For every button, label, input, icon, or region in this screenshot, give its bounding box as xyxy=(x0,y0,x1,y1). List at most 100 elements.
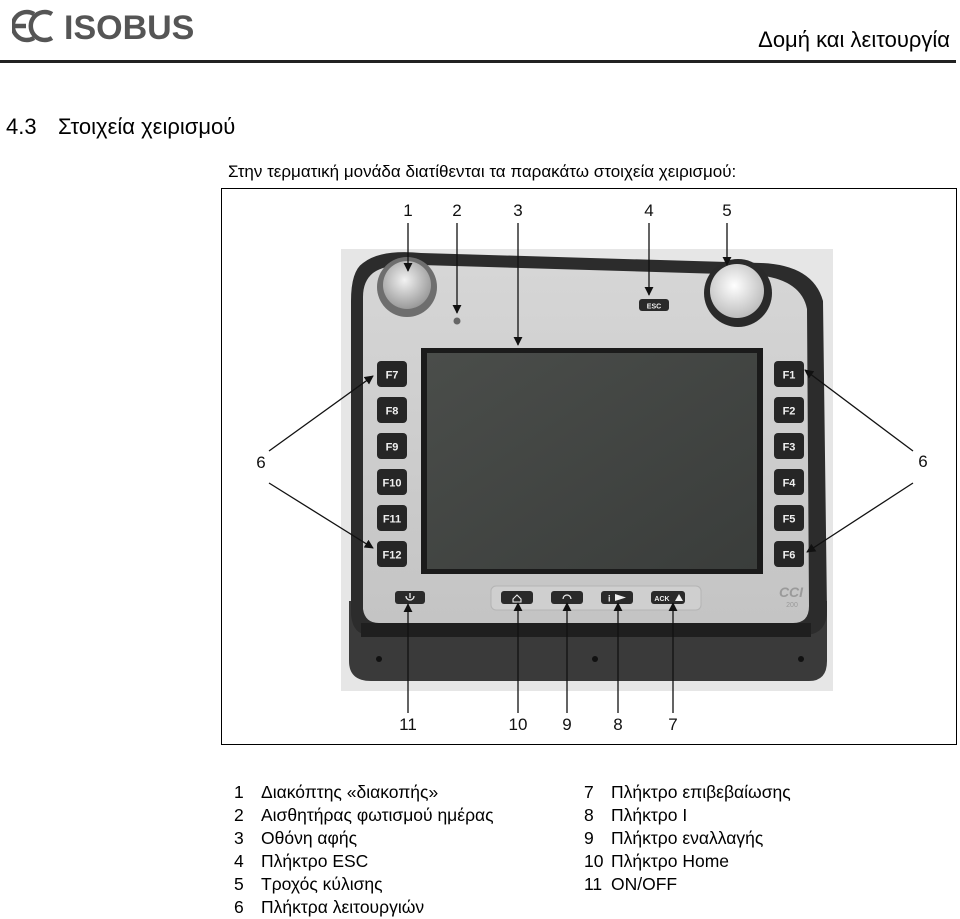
legend-text: Πλήκτρο Home xyxy=(611,851,730,871)
function-key-label: F2 xyxy=(783,406,796,418)
callout-6-left: 6 xyxy=(256,453,265,472)
legend-number: 9 xyxy=(584,828,594,848)
legend-item: 7 Πλήκτρο επιβεβαίωσης xyxy=(584,781,791,804)
legend-number: 1 xyxy=(234,782,244,802)
legend-number: 3 xyxy=(234,828,244,848)
legend-text: Πλήκτρο εναλλαγής xyxy=(611,828,764,848)
function-key-f7[interactable] xyxy=(377,361,407,387)
legend-text: Πλήκτρα λειτουργιών xyxy=(261,897,425,917)
home-icon xyxy=(512,594,522,603)
legend-item: 2 Αισθητήρας φωτισμού ημέρας xyxy=(234,804,494,827)
callout-5: 5 xyxy=(722,201,731,220)
callout-3: 3 xyxy=(513,201,522,220)
screw-hole xyxy=(592,656,598,662)
touch-screen[interactable] xyxy=(427,353,757,569)
page-header: ISOBUS Δομή και λειτουργία xyxy=(0,0,960,64)
function-key-f10[interactable] xyxy=(377,469,407,495)
function-key-label: F11 xyxy=(383,514,401,526)
function-key-label: F12 xyxy=(383,550,402,562)
screw-hole xyxy=(798,656,804,662)
legend-item: 6 Πλήκτρα λειτουργιών xyxy=(234,896,494,919)
callout-11: 11 xyxy=(399,715,417,734)
ack-label: ACK xyxy=(654,596,669,603)
function-key-f3[interactable] xyxy=(774,433,804,459)
function-key-f11[interactable] xyxy=(377,505,407,531)
svg-text:ISOBUS: ISOBUS xyxy=(64,9,194,46)
toggle-button[interactable] xyxy=(551,591,583,604)
legend-item: 5 Τροχός κύλισης xyxy=(234,873,494,896)
legend-number: 6 xyxy=(234,897,244,917)
function-key-f12[interactable] xyxy=(377,541,407,567)
chapter-title: Δομή και λειτουργία xyxy=(758,27,950,52)
stop-switch[interactable] xyxy=(383,261,431,309)
legend-item: 4 Πλήκτρο ESC xyxy=(234,850,494,873)
legend-item: 1 Διακόπτης «διακοπής» xyxy=(234,781,494,804)
function-key-label: F4 xyxy=(783,478,797,490)
legend-text: Αισθητήρας φωτισμού ημέρας xyxy=(261,805,494,825)
legend-number: 7 xyxy=(584,782,594,802)
esc-button[interactable] xyxy=(639,299,669,311)
power-icon xyxy=(405,593,415,601)
callout-10: 10 xyxy=(509,715,528,734)
legend-item: 8 Πλήκτρο I xyxy=(584,804,791,827)
function-key-label: F8 xyxy=(386,406,399,418)
legend-text: Πλήκτρο επιβεβαίωσης xyxy=(611,782,791,802)
cc-isobus-logo: ISOBUS xyxy=(12,9,194,46)
esc-label: ESC xyxy=(647,304,661,311)
function-key-label: F5 xyxy=(783,514,796,526)
legend-text: Τροχός κύλισης xyxy=(261,874,383,894)
intro-paragraph: Στην τερματική μονάδα διατίθενται τα παρ… xyxy=(228,162,737,181)
legend-item: 11 ON/OFF xyxy=(584,873,791,896)
legend-number: 5 xyxy=(234,874,244,894)
function-key-f8[interactable] xyxy=(377,397,407,423)
callout-6-right: 6 xyxy=(918,452,927,471)
callout-leaders xyxy=(268,223,914,713)
legend-number: 4 xyxy=(234,851,244,871)
device-model: 200 xyxy=(786,602,798,609)
toggle-icon xyxy=(562,594,572,600)
function-key-f6[interactable] xyxy=(774,541,804,567)
home-button[interactable] xyxy=(501,591,533,604)
legend-number: 10 xyxy=(584,851,604,871)
function-key-label: F3 xyxy=(783,442,796,454)
legend-number: 11 xyxy=(584,874,603,894)
scroll-wheel[interactable] xyxy=(710,264,764,318)
warning-icon xyxy=(675,594,683,601)
header-divider xyxy=(0,60,956,63)
callout-8: 8 xyxy=(613,715,622,734)
function-key-f2[interactable] xyxy=(774,397,804,423)
function-key-label: F7 xyxy=(386,370,399,382)
function-key-f1[interactable] xyxy=(774,361,804,387)
device-brand: CCI xyxy=(779,584,804,600)
legend-text: Διακόπτης «διακοπής» xyxy=(261,782,439,802)
callout-2: 2 xyxy=(452,201,461,220)
svg-text:i: i xyxy=(608,594,611,604)
light-sensor xyxy=(453,317,461,325)
function-key-label: F9 xyxy=(386,442,399,454)
function-key-label: F1 xyxy=(783,370,796,382)
legend-left: 1 Διακόπτης «διακοπής» 2 Αισθητήρας φωτισμο… xyxy=(234,781,494,919)
legend-text: Πλήκτρο ESC xyxy=(261,851,369,871)
function-key-f4[interactable] xyxy=(774,469,804,495)
function-key-f9[interactable] xyxy=(377,433,407,459)
callout-9: 9 xyxy=(562,715,571,734)
legend-item: 10 Πλήκτρο Home xyxy=(584,850,791,873)
legend-number: 2 xyxy=(234,805,244,825)
legend-text: ON/OFF xyxy=(611,874,678,894)
screw-hole xyxy=(376,656,382,662)
device-lip xyxy=(361,623,811,637)
legend-number: 8 xyxy=(584,805,594,825)
bottom-key-panel xyxy=(490,585,702,611)
section-title: Στοιχεία χειρισμού xyxy=(58,114,236,139)
callout-1: 1 xyxy=(403,201,412,220)
function-key-label: F6 xyxy=(783,550,796,562)
callout-7: 7 xyxy=(668,715,677,734)
function-key-f5[interactable] xyxy=(774,505,804,531)
legend-text: Πλήκτρο I xyxy=(611,805,688,825)
